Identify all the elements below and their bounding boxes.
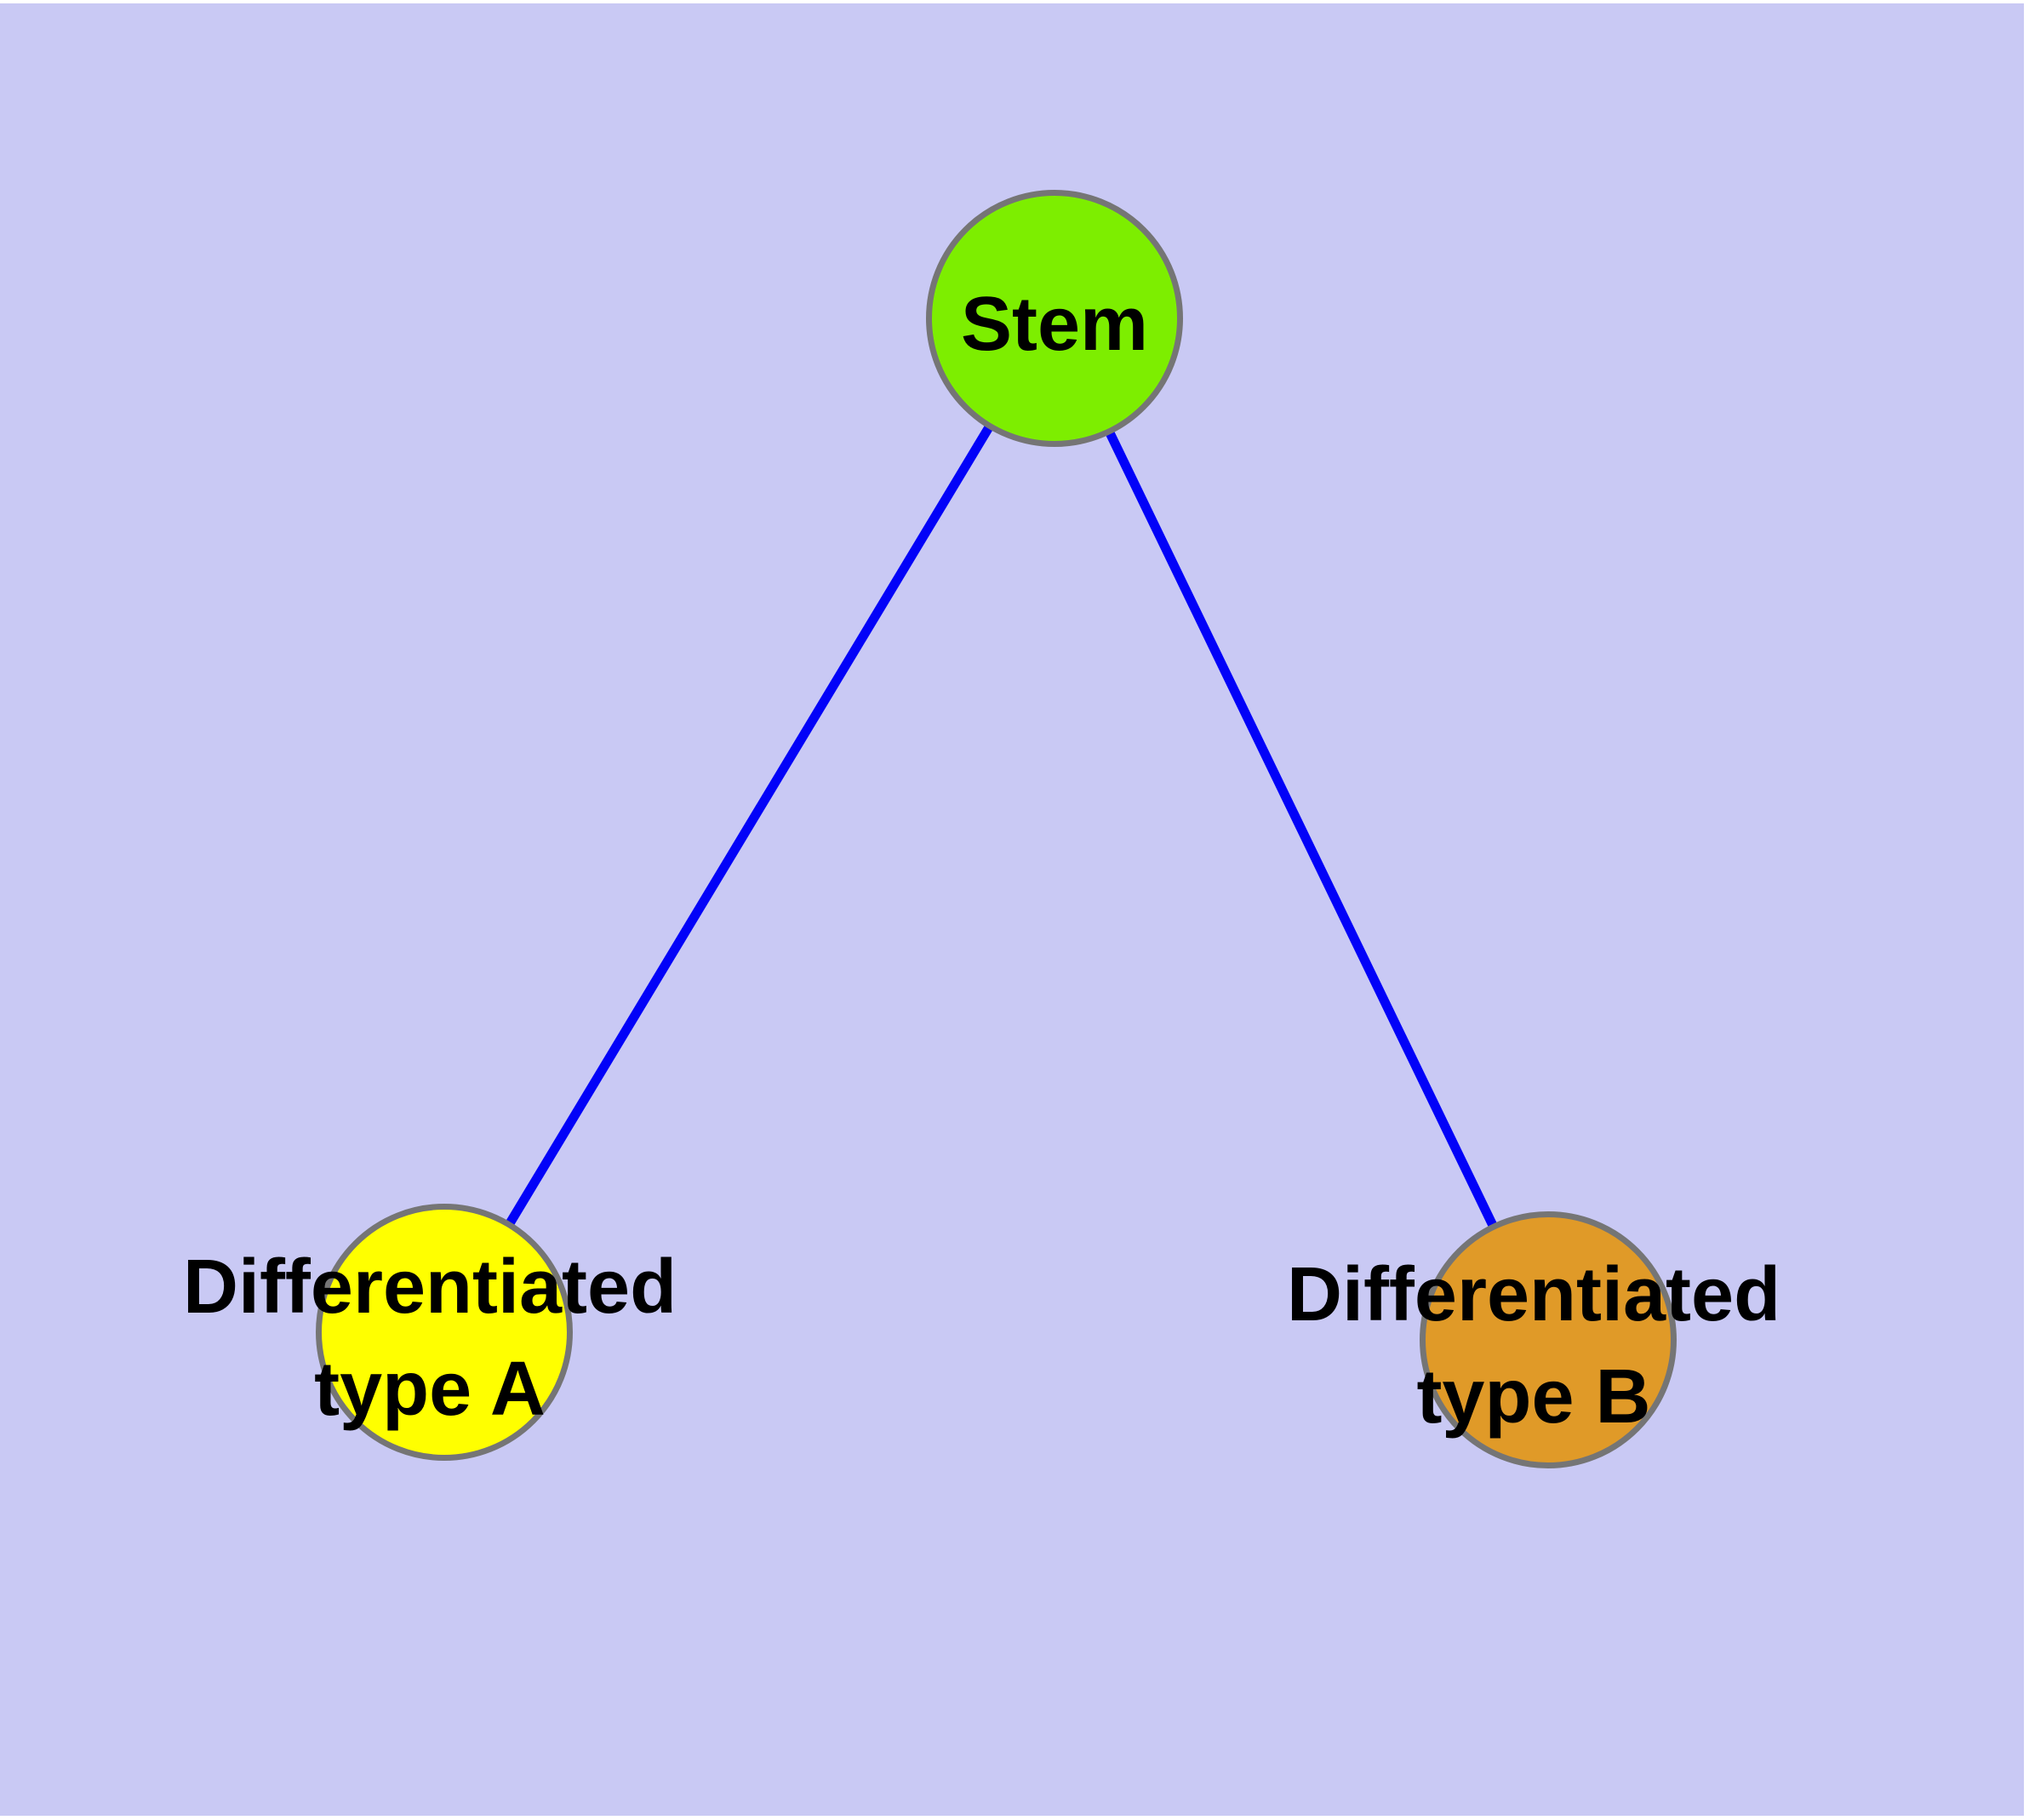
node-typeB-label: Differentiated type B	[1287, 1244, 1780, 1448]
diagram-canvas: Stem Differentiated type A Differentiate…	[0, 3, 2024, 1816]
edge-layer	[440, 316, 1552, 1342]
node-differentiated-type-b	[1420, 1211, 1677, 1468]
node-typeA-label: Differentiated type A	[183, 1236, 677, 1440]
edge-stem-to-typeB	[1050, 316, 1552, 1342]
node-stem-label: Stem	[960, 282, 1149, 367]
node-typeB-label-line2: type B	[1416, 1354, 1651, 1439]
node-typeA-label-line2: type A	[314, 1347, 546, 1432]
node-typeA-label-line1: Differentiated	[182, 1245, 677, 1330]
node-differentiated-type-a	[316, 1204, 573, 1461]
edge-stem-to-typeA	[440, 316, 1059, 1335]
node-typeB-label-line1: Differentiated	[1286, 1252, 1781, 1337]
node-stem	[926, 190, 1183, 447]
